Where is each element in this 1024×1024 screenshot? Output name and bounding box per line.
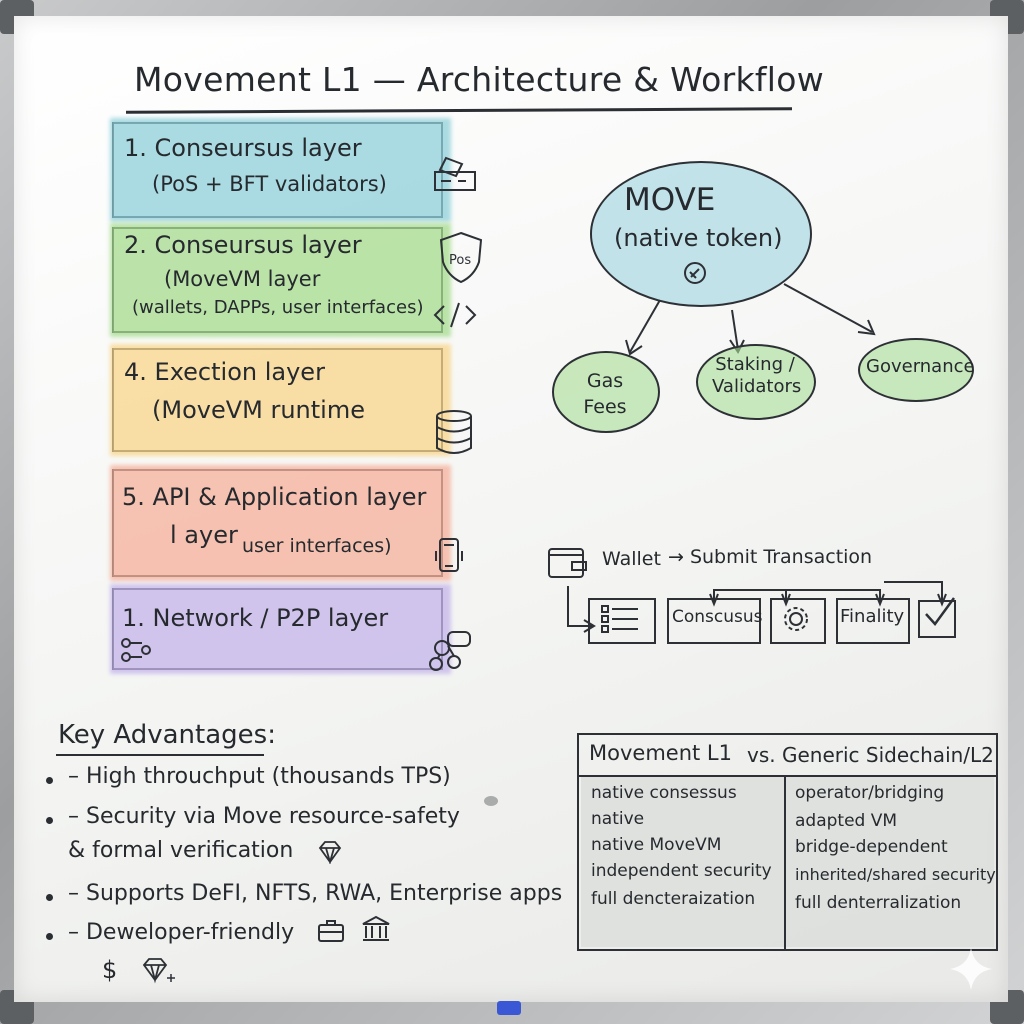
bullet-dot: [46, 894, 53, 901]
layer-subtitle: (MoveVM runtime: [152, 396, 365, 424]
layer-wash: [110, 223, 451, 337]
advantages-heading-underline: [56, 754, 264, 756]
comparison-right-row: full denterralization: [795, 893, 962, 913]
gem-sparkle-icon: [142, 958, 175, 984]
layer-subtitle: (PoS + BFT validators): [152, 172, 387, 196]
whiteboard: Movement L1 — Architecture & Workflow 1.…: [14, 16, 1008, 1002]
token-oval: [590, 161, 812, 307]
staking-oval: [696, 344, 816, 420]
comparison-left-row: independent security: [591, 861, 772, 881]
layer-title: 5. API & Application layer: [122, 483, 427, 511]
pos-shield-icon: Pos: [439, 231, 483, 284]
bank-icon: [362, 915, 390, 941]
mobile-phone-icon: [435, 538, 463, 572]
comparison-right-row: bridge-dependent: [795, 837, 948, 857]
bullet-dot: [46, 777, 53, 784]
gear-step-box: [770, 598, 826, 644]
workflow-connectors: [567, 581, 947, 633]
advantage-item: – High throuchput (thousands TPS): [68, 764, 451, 789]
layer-wash: [110, 118, 451, 222]
comparison-left-row: native MoveVM: [591, 835, 722, 855]
layer-wash: [110, 584, 451, 674]
comparison-left-header: Movement L1: [589, 741, 732, 765]
briefcase-icon: [318, 920, 344, 942]
dollar-sign: $: [102, 956, 118, 984]
whiteboard-magnet: [497, 1001, 521, 1015]
comparison-left-row: native consessus: [591, 783, 737, 803]
layer-wash: [110, 465, 451, 581]
checkmark-icon: [925, 597, 956, 626]
comparison-right-row: inherited/shared security: [795, 865, 996, 884]
governance-label: Governance: [866, 356, 975, 377]
comparison-table: Movement L1 vs. Generic Sidechain/L2 nat…: [577, 733, 998, 951]
token-subtitle: (native token): [614, 224, 783, 252]
submit-transaction-label: → Submit Transaction: [668, 546, 873, 568]
layer-network-box: 1. Network / P2P layer: [110, 584, 451, 674]
advantage-item: – Deweloper-friendly: [68, 920, 295, 945]
gem-icon: [318, 841, 342, 864]
layer-title: 1. Network / P2P layer: [122, 604, 389, 632]
gas-fees-label: Gas Fees: [583, 370, 627, 418]
wallet-label: Wallet: [602, 548, 661, 570]
bullet-dot: [46, 933, 53, 940]
comparison-right-row: adapted VM: [795, 811, 898, 831]
confirmed-box: [918, 600, 956, 638]
comparison-right-row: operator/bridging: [795, 783, 945, 803]
network-nodes-icon: [121, 638, 151, 662]
advantage-item: – Security via Move resource-safety: [68, 804, 460, 829]
layer-detail: (wallets, DAPPs, user interfaces): [132, 297, 424, 318]
comparison-wash: [581, 775, 994, 947]
database-icon: [436, 410, 472, 454]
wallet-icon: [548, 548, 587, 578]
layer-api-box: 5. API & Application layer l ayer user i…: [110, 465, 451, 581]
sparkle-icon: [950, 948, 992, 990]
finality-step-label: Finality: [840, 606, 905, 627]
code-icon: [433, 302, 477, 328]
advantage-item-continued: & formal verification: [68, 838, 294, 863]
comparison-left-row: native: [591, 809, 645, 829]
finality-step-box: [836, 598, 910, 644]
ballot-icon: [434, 156, 476, 191]
gear-icon: [784, 607, 808, 631]
governance-oval: [858, 338, 974, 402]
marker-smudge: [484, 796, 498, 806]
token-name: MOVE: [624, 182, 716, 218]
transaction-list-box: [588, 598, 656, 644]
advantages-heading: Key Advantages:: [58, 720, 276, 750]
layer-consensus-box: 1. Conseursus layer (PoS + BFT validator…: [110, 118, 451, 222]
consensus-step-box: [667, 598, 761, 644]
bullet-dot: [46, 817, 53, 824]
layer-title: 4. Exection layer: [124, 358, 325, 386]
consensus-step-label: Conscusus: [672, 607, 763, 627]
layer-title: 1. Conseursus layer: [124, 134, 362, 162]
layer-detail: user interfaces): [242, 535, 392, 557]
advantage-item: – Supports DeFI, NFTS, RWA, Enterprise a…: [68, 881, 563, 906]
token-arrows: [625, 283, 876, 356]
comparison-header-divider: [579, 775, 996, 777]
comparison-column-divider: [784, 777, 786, 949]
staking-label: Staking / Validators: [712, 354, 802, 397]
layer-wash: [110, 344, 451, 456]
layer-execution-box: 4. Exection layer (MoveVM runtime: [110, 344, 451, 456]
coin-icon: [684, 262, 706, 284]
layer-movevm-box: 2. Conseursus layer (MoveVM layer (walle…: [110, 223, 451, 337]
page-title: Movement L1 — Architecture & Workflow: [134, 60, 825, 99]
layer-subtitle: (MoveVM layer: [164, 267, 321, 291]
layer-title: 2. Conseursus layer: [124, 231, 362, 259]
comparison-left-row: full dencteraization: [591, 889, 756, 909]
p2p-network-icon: [429, 631, 471, 671]
layer-subtitle: l ayer: [170, 521, 238, 549]
gas-fees-oval: [552, 351, 660, 433]
title-underline: [125, 107, 793, 114]
comparison-right-header: vs. Generic Sidechain/L2: [747, 743, 994, 767]
list-icon: [601, 605, 638, 633]
pos-label: Pos: [449, 253, 471, 268]
